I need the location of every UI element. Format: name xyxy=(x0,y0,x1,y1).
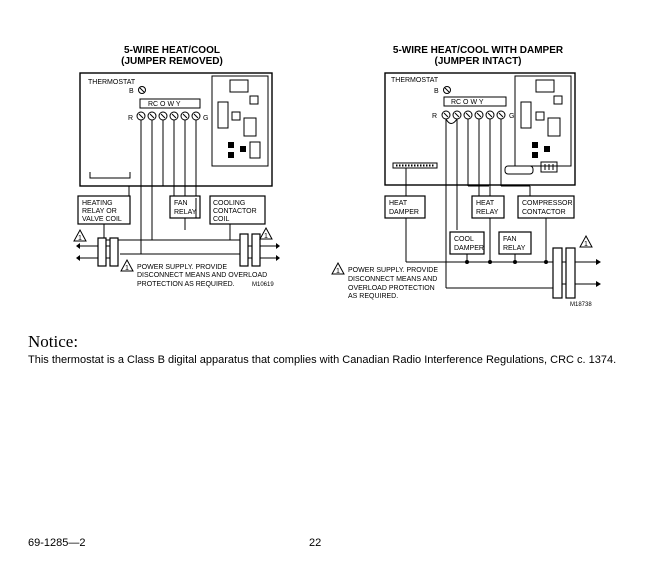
warning-triangle-left-1: 1 xyxy=(73,228,87,242)
terminal-b-screw xyxy=(138,86,146,94)
doc-number: 69-1285—2 xyxy=(28,537,86,549)
thermostat-switch-panel xyxy=(211,75,269,167)
power-note-right-2: DISCONNECT MEANS AND xyxy=(348,276,437,283)
notice-title: Notice: xyxy=(28,332,79,351)
heating-relay-label-1: HEATING xyxy=(82,200,113,207)
terminal-screws xyxy=(136,111,201,121)
fan-relay-label-1: FAN xyxy=(174,200,188,207)
cooling-contactor-label-2: CONTACTOR xyxy=(213,208,257,215)
fan-relay-label-right-1: FAN xyxy=(503,236,517,243)
diagram-right: 5-WIRE HEAT/COOL WITH DAMPER (JUMPER INT… xyxy=(331,45,601,308)
cooling-contactor-box xyxy=(209,195,266,225)
power-note-right-3: OVERLOAD PROTECTION xyxy=(348,285,435,292)
transformer-right-diagram xyxy=(552,247,601,299)
damper-connector xyxy=(392,162,438,169)
svg-text:1: 1 xyxy=(125,265,129,272)
cool-damper-label-1: COOL xyxy=(454,236,474,243)
thermostat-bracket xyxy=(89,172,131,179)
thermostat-body-right xyxy=(384,72,576,186)
transformer-right xyxy=(239,233,280,267)
terminal-b-label-right: B xyxy=(434,88,439,95)
heating-relay-label-2: RELAY OR xyxy=(82,208,117,215)
terminal-row-label-right: RC O W Y xyxy=(451,99,484,106)
terminal-screws-right xyxy=(441,110,506,120)
terminal-r-label-right: R xyxy=(432,113,437,120)
heat-damper-box xyxy=(384,195,426,219)
heat-relay-box xyxy=(471,195,505,219)
power-note-left-3: PROTECTION AS REQUIRED. xyxy=(137,281,235,288)
figure-id-left: M10619 xyxy=(252,282,274,288)
terminal-b-screw-right xyxy=(443,86,451,94)
diagram-right-title-1: 5-WIRE HEAT/COOL WITH DAMPER xyxy=(393,45,564,56)
diagram-left: 5-WIRE HEAT/COOL (JUMPER REMOVED) THERMO… xyxy=(73,45,280,288)
heating-relay-label-3: VALVE COIL xyxy=(82,216,122,223)
diagram-right-title-2: (JUMPER INTACT) xyxy=(434,56,521,67)
cooling-contactor-label-1: COOLING xyxy=(213,200,245,207)
terminal-b-label: B xyxy=(129,88,134,95)
thermostat-slot-right xyxy=(504,165,534,175)
power-note-right-1: POWER SUPPLY. PROVIDE xyxy=(348,267,438,274)
terminal-row-label: RC O W Y xyxy=(148,101,181,108)
compressor-contactor-label-2: CONTACTOR xyxy=(522,209,566,216)
svg-text:1: 1 xyxy=(584,241,588,248)
warning-triangle-right-1: 1 xyxy=(579,234,593,248)
heat-damper-label-1: HEAT xyxy=(389,200,408,207)
terminal-g-label: G xyxy=(203,115,208,122)
thermostat-label-right: THERMOSTAT xyxy=(391,77,439,84)
heat-relay-label-2: RELAY xyxy=(476,209,499,216)
warning-triangle-right-note: 1 xyxy=(331,261,345,275)
thermostat-switch-panel-right xyxy=(514,75,572,173)
diagram-left-title-1: 5-WIRE HEAT/COOL xyxy=(124,45,220,56)
power-note-left-2: DISCONNECT MEANS AND OVERLOAD xyxy=(137,272,267,279)
transformer-left xyxy=(76,237,119,267)
thermostat-body xyxy=(79,72,273,187)
warning-triangle-left-2: 1 xyxy=(259,226,273,240)
heat-damper-label-2: DAMPER xyxy=(389,209,419,216)
cooling-contactor-label-3: COIL xyxy=(213,216,229,223)
bus-junction-dots xyxy=(465,260,548,264)
terminal-r-label: R xyxy=(128,115,133,122)
figure-id-right: M18738 xyxy=(570,302,592,308)
svg-text:1: 1 xyxy=(78,235,82,242)
fan-relay-label-2: RELAY xyxy=(174,209,197,216)
compressor-contactor-label-1: COMPRESSOR xyxy=(522,200,573,207)
jumper-wire xyxy=(445,118,458,124)
fan-relay-label-right-2: RELAY xyxy=(503,245,526,252)
terminal-g-label-right: G xyxy=(509,113,514,120)
heat-relay-label-1: HEAT xyxy=(476,200,495,207)
power-note-left-1: POWER SUPPLY. PROVIDE xyxy=(137,264,227,271)
terminal-label-strip xyxy=(139,98,201,109)
notice-body: This thermostat is a Class B digital app… xyxy=(28,354,617,366)
page-number: 22 xyxy=(309,537,322,549)
svg-text:1: 1 xyxy=(336,268,340,275)
power-note-right-4: AS REQUIRED. xyxy=(348,293,398,300)
cool-damper-label-2: DAMPER xyxy=(454,245,484,252)
thermostat-label: THERMOSTAT xyxy=(88,79,136,86)
svg-text:1: 1 xyxy=(264,233,268,240)
warning-triangle-left-note: 1 xyxy=(120,258,134,272)
diagram-left-title-2: (JUMPER REMOVED) xyxy=(121,56,223,67)
terminal-label-strip-right xyxy=(443,96,507,107)
